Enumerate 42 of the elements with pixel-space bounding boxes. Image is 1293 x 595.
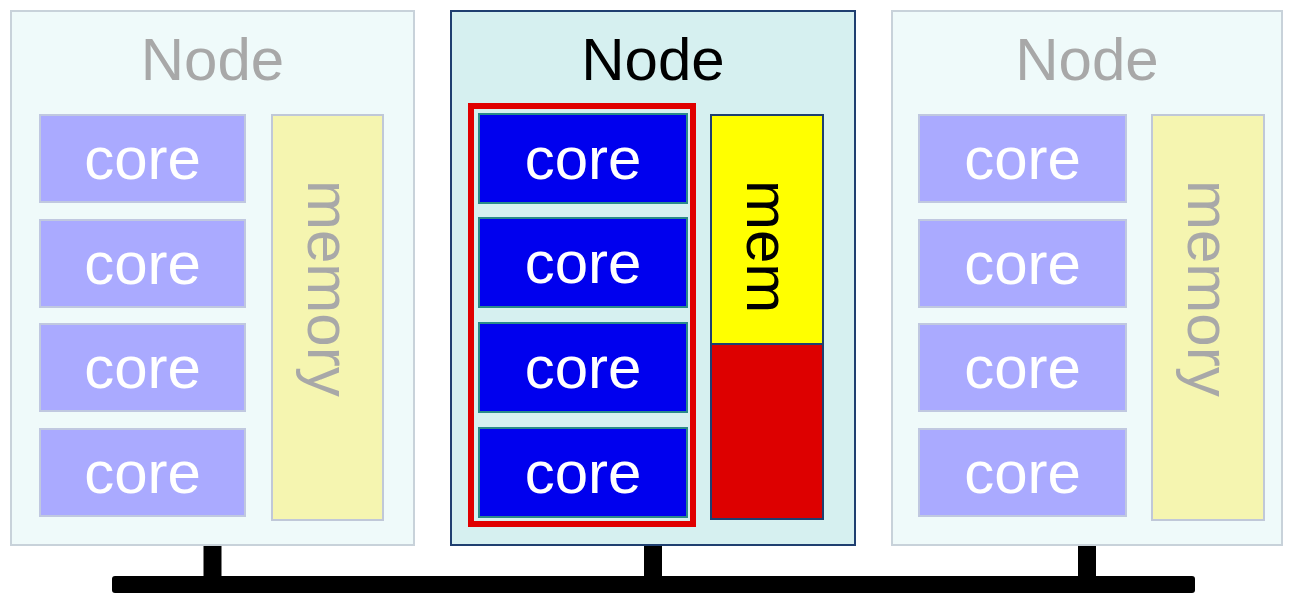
core-box — [478, 217, 688, 308]
memory-box — [710, 114, 824, 346]
bus-connector — [203, 546, 222, 576]
core-box — [39, 114, 246, 203]
bus-connector — [644, 546, 662, 576]
highlight-frame — [468, 103, 696, 527]
node-box — [891, 10, 1283, 546]
node-box — [450, 10, 856, 546]
memory-label: memory — [1178, 180, 1238, 397]
memory-label: mem — [737, 180, 797, 314]
core-label: core — [83, 124, 202, 194]
core-box — [918, 114, 1127, 203]
core-label: core — [523, 228, 643, 298]
memory-box — [271, 114, 384, 521]
core-box — [39, 219, 246, 308]
bus-bar — [112, 576, 1195, 593]
core-label: core — [963, 124, 1082, 194]
core-label: core — [963, 438, 1082, 508]
core-label: core — [83, 333, 202, 403]
core-label: core — [83, 229, 202, 299]
core-box — [39, 428, 246, 517]
memory-used-block — [710, 343, 824, 520]
node-box — [10, 10, 415, 546]
memory-box — [1151, 114, 1265, 521]
core-label: core — [83, 438, 202, 508]
core-label: core — [523, 333, 643, 403]
core-label: core — [523, 438, 643, 508]
core-box — [478, 322, 688, 413]
core-label: core — [963, 333, 1082, 403]
node-title: Node — [139, 25, 286, 95]
memory-label: memory — [297, 180, 358, 397]
bus-connector — [1078, 546, 1096, 576]
node-title: Node — [580, 25, 726, 95]
core-box — [478, 427, 688, 518]
core-box — [918, 323, 1127, 412]
core-box — [39, 323, 246, 412]
core-label: core — [963, 229, 1082, 299]
core-label: core — [523, 124, 643, 194]
core-box — [918, 428, 1127, 517]
core-box — [918, 219, 1127, 308]
node-title: Node — [1014, 25, 1160, 95]
core-box — [478, 113, 688, 204]
